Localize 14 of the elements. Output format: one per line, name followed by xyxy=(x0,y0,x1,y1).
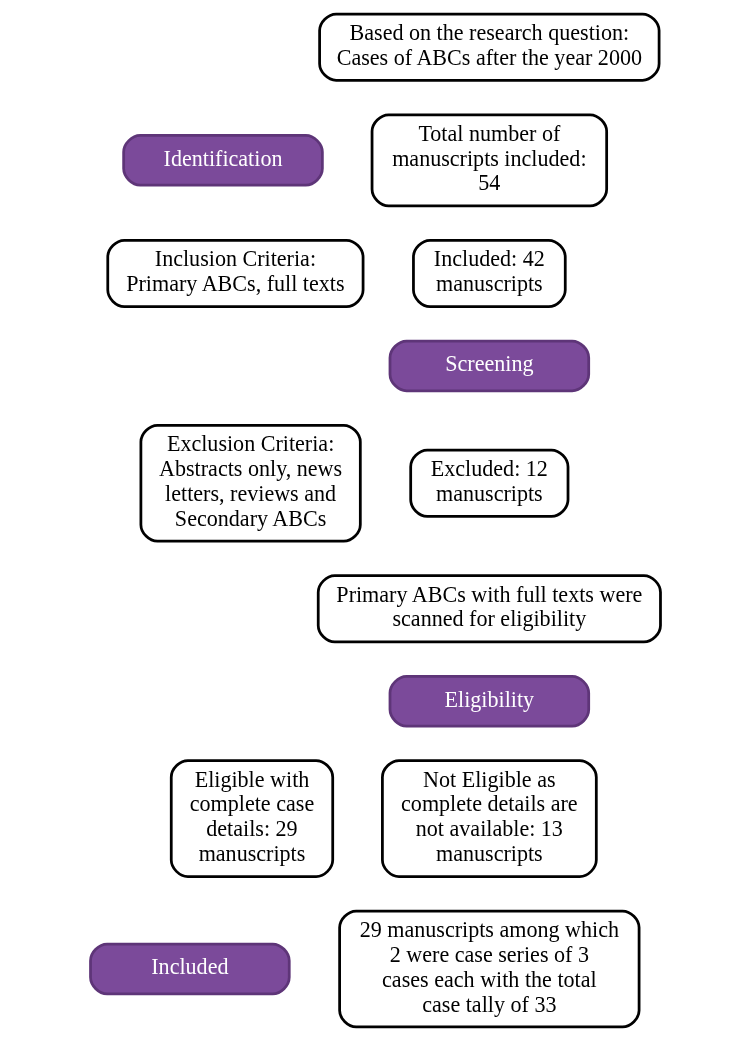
node-box: Included: 42 manuscripts xyxy=(411,238,567,308)
node-box: Eligible with complete case details: 29 manuscripts xyxy=(169,759,334,878)
node-box: 29 manuscripts among which 2 were case series of 3 cases each with the total case tally of 33 xyxy=(337,909,640,1029)
node-box: Excluded: 12 manuscripts xyxy=(408,448,569,518)
node-box: Exclusion Criteria: Abstracts only, news letters, reviews and Secondary ABCs xyxy=(139,423,362,543)
node-box: Screening xyxy=(388,339,590,393)
node-box: Eligibility xyxy=(388,675,590,728)
node-box: Inclusion Criteria: Primary ABCs, full texts xyxy=(105,238,364,308)
node-box: Included xyxy=(88,942,291,996)
node-box: Primary ABCs with full texts were scanned for eligibility xyxy=(316,574,662,644)
node-box: Based on the research question: Cases of ABCs after the year 2000 xyxy=(317,12,660,82)
node-box: Total number of manuscripts included: 54 xyxy=(370,113,608,208)
node-box: Identification xyxy=(121,134,324,187)
node-box: Not Eligible as complete details are not available: 13 manuscripts xyxy=(380,759,598,878)
